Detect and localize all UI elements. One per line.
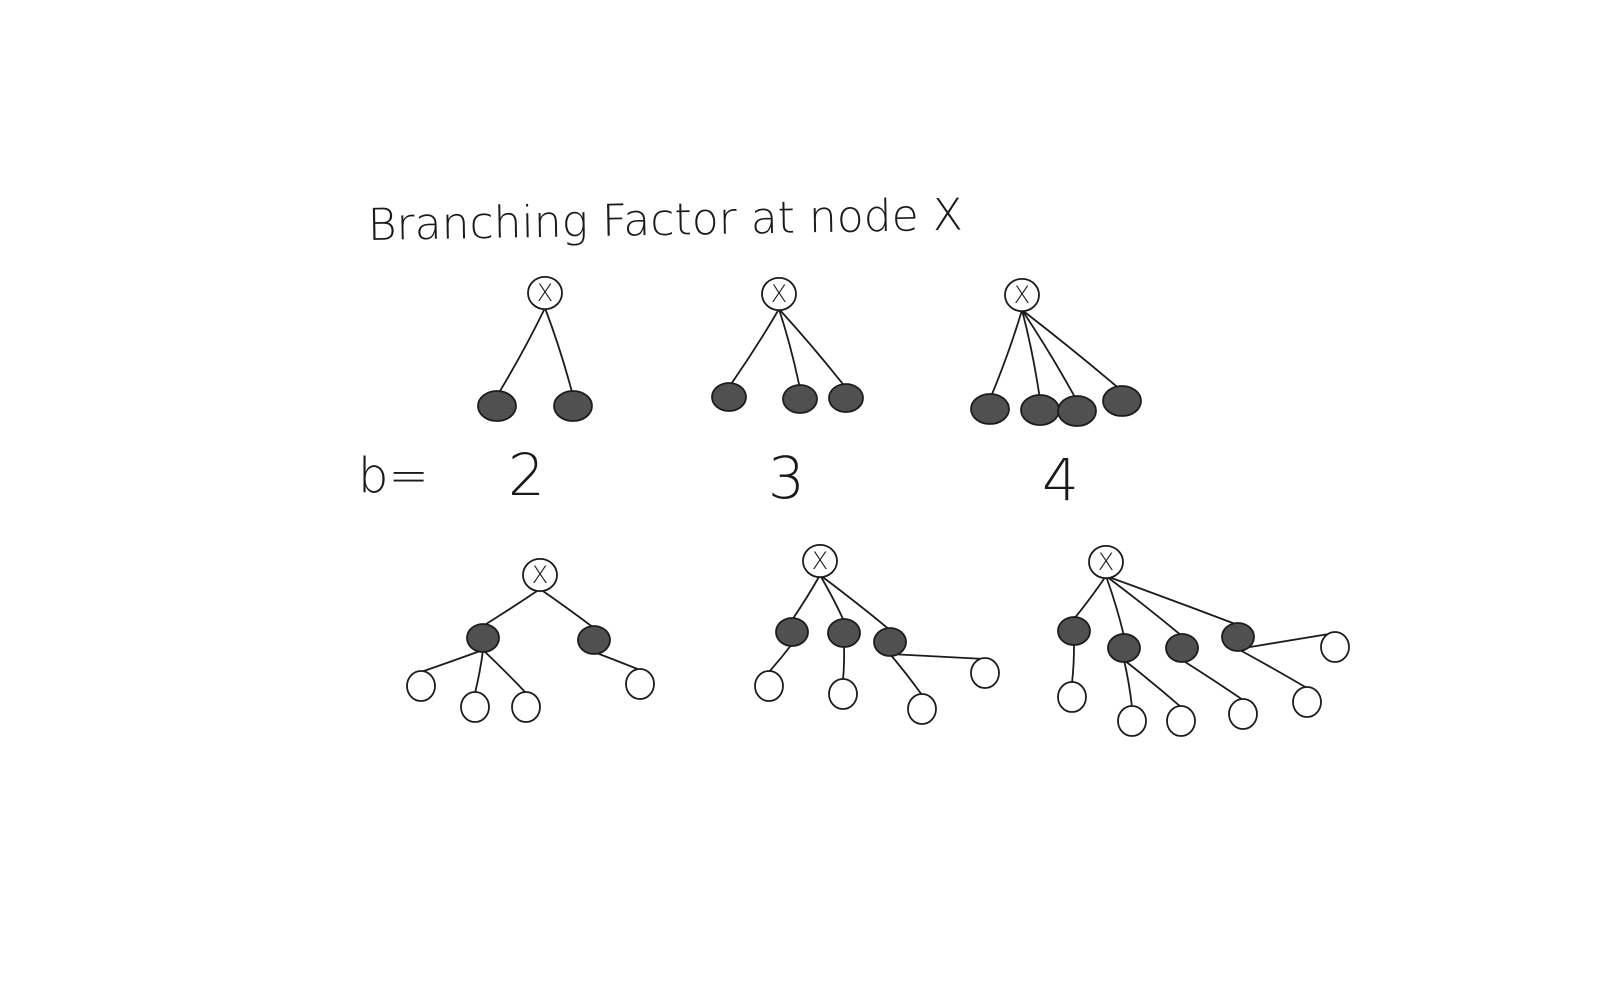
top-tree-3-child-node-4	[1102, 385, 1142, 417]
b-label: b=	[358, 448, 429, 504]
bottom-tree-1-root-node	[522, 557, 558, 593]
bottom-tree-3-child-3-grandchild-1	[1228, 698, 1258, 730]
bottom-tree-2-root-node-label: X	[812, 547, 828, 575]
top-tree-3-edge-2	[1021, 309, 1041, 401]
top-tree-2-edge-3	[778, 308, 847, 389]
bottom-tree-3-edge-4	[1105, 575, 1239, 626]
bottom-tree-2-child-3-grandchild-2	[970, 657, 1000, 689]
top-tree-3-child-node-3	[1057, 395, 1097, 427]
bottom-tree-1-edge-1	[482, 588, 541, 627]
top-tree-3-edge-3	[1021, 309, 1078, 402]
top-tree-2-edge-1	[728, 308, 780, 388]
bottom-tree-2-child-node-3	[873, 627, 907, 657]
b-value-3: 3	[768, 444, 805, 512]
bottom-tree-3-child-4-edge-1	[1237, 648, 1308, 689]
bottom-tree-2-child-3-edge-2	[889, 653, 986, 660]
bottom-tree-2-child-2-edge-1	[842, 644, 846, 681]
bottom-tree-1-child-2-grandchild-1	[625, 668, 655, 700]
bottom-tree-1-child-node-1	[466, 623, 500, 653]
top-tree-1-child-node-2	[553, 390, 593, 422]
top-tree-2-child-node-2	[782, 384, 818, 414]
bottom-tree-3-child-node-3	[1165, 633, 1199, 663]
bottom-tree-3-child-4-grandchild-1	[1292, 686, 1322, 718]
bottom-tree-2-edge-3	[819, 574, 891, 631]
top-tree-3-child-node-1	[970, 393, 1010, 425]
bottom-tree-1-child-1-grandchild-1	[406, 670, 436, 702]
bottom-tree-3-child-1-edge-1	[1071, 642, 1075, 684]
bottom-tree-3-child-4-grandchild-2	[1320, 631, 1350, 663]
bottom-tree-2-child-2-grandchild-1	[828, 678, 858, 710]
bottom-tree-3-child-node-4	[1221, 622, 1255, 652]
top-tree-1-root-node	[527, 275, 563, 311]
top-tree-3-child-node-2	[1020, 394, 1060, 426]
top-tree-3-root-node	[1004, 277, 1040, 313]
bottom-tree-3-child-node-2	[1107, 633, 1141, 663]
bottom-tree-1-edge-2	[539, 588, 595, 629]
bottom-tree-1-child-1-edge-1	[420, 649, 484, 673]
tree-diagrams: X X X X X X	[406, 275, 1350, 737]
bottom-tree-3-child-2-edge-2	[1123, 659, 1182, 708]
bottom-tree-3-child-3-edge-1	[1181, 659, 1244, 701]
bottom-tree-2-root-node	[802, 543, 838, 579]
bottom-tree-2-child-1-grandchild-1	[754, 670, 784, 702]
bottom-tree-3-root-node-label: X	[1098, 548, 1114, 576]
top-tree-1-root-node-label: X	[537, 279, 553, 307]
diagram-title: Branching Factor at node X	[367, 190, 963, 251]
top-tree-2-root-node	[761, 276, 797, 312]
b-value-4: 4	[1042, 446, 1079, 514]
top-tree-2-edge-2	[778, 308, 801, 390]
bottom-tree-1-child-1-edge-3	[482, 649, 527, 694]
bottom-tree-1-child-1-grandchild-2	[460, 691, 490, 723]
top-tree-2-root-node-label: X	[771, 280, 787, 308]
bottom-tree-3-child-2-grandchild-2	[1166, 705, 1196, 737]
bottom-tree-3-edge-1	[1073, 575, 1107, 620]
bottom-tree-2-child-3-edge-1	[889, 653, 923, 696]
bottom-tree-2-edge-2	[819, 574, 845, 622]
bottom-tree-2-child-3-grandchild-1	[907, 693, 937, 725]
b-value-2: 2	[508, 441, 545, 509]
bottom-tree-2-edge-1	[791, 574, 821, 621]
bottom-tree-3-child-1-grandchild-1	[1057, 681, 1087, 713]
bottom-tree-3-root-node	[1088, 544, 1124, 580]
bottom-tree-1-child-1-edge-2	[474, 649, 484, 694]
bottom-tree-3-child-2-grandchild-1	[1117, 705, 1147, 737]
top-tree-2-child-node-1	[711, 382, 747, 412]
top-tree-1-edge-2	[544, 307, 574, 397]
bottom-tree-3-edge-2	[1105, 575, 1125, 637]
bottom-tree-2-child-node-1	[775, 617, 809, 647]
bottom-tree-1-child-node-2	[577, 625, 611, 655]
top-tree-1-edge-1	[496, 307, 546, 397]
bottom-tree-2-child-1-edge-1	[768, 643, 793, 673]
bottom-tree-1-child-2-edge-1	[593, 651, 641, 671]
bottom-tree-1-root-node-label: X	[532, 561, 548, 589]
top-tree-2-child-node-3	[828, 383, 864, 413]
top-tree-3-root-node-label: X	[1014, 281, 1030, 309]
top-tree-3-edge-1	[989, 309, 1023, 400]
bottom-tree-3-child-2-edge-1	[1123, 659, 1133, 708]
top-tree-1-child-node-1	[477, 390, 517, 422]
top-tree-3-edge-4	[1021, 309, 1123, 392]
bottom-tree-2-child-node-2	[827, 618, 861, 648]
bottom-tree-1-child-1-grandchild-3	[511, 691, 541, 723]
bottom-tree-3-edge-3	[1105, 575, 1183, 637]
bottom-tree-3-child-node-1	[1057, 616, 1091, 646]
